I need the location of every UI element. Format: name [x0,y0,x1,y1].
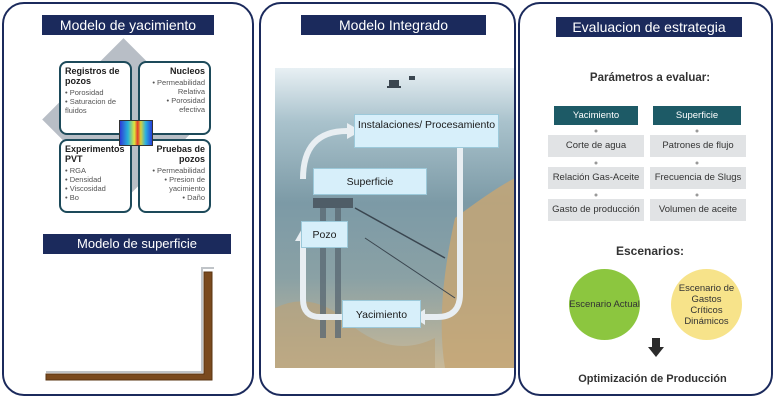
reservoir-heatmap-image [119,120,153,146]
reservoir-model-panel: Modelo de yacimiento Registros de pozos … [2,2,254,396]
card-title: Experimentos PVT [65,144,125,164]
card-item: Permeabilidad Relativa [144,78,205,96]
col-header-superficie: Superficie [653,106,741,125]
strategy-title: Evaluacion de estrategia [556,17,742,37]
card-title: Pruebas de pozos [156,144,205,164]
card-item: Saturacion de fluidos [65,97,126,115]
reservoir-model-title: Modelo de yacimiento [42,15,214,35]
integrated-model-title: Modelo Integrado [301,15,486,35]
card-item: RGA [65,166,126,175]
scenario-dynamic-label: Escenario de Gastos Críticos Dinámicos [678,282,735,327]
param-relacion-gas-aceite: Relación Gas-Aceite [548,167,644,189]
box-superficie: Superficie [313,168,427,195]
box-instalaciones: Instalaciones/ Procesamiento [354,114,499,148]
scenarios-title: Escenarios: [615,244,685,258]
parameters-title: Parámetros a evaluar: [589,72,711,84]
card-registros: Registros de pozos Porosidad Saturacion … [59,61,132,135]
strategy-evaluation-panel: Evaluacion de estrategia Parámetros a ev… [518,2,773,396]
card-item: Daño [144,193,205,202]
integrated-model-panel: Modelo Integrado Instalaciones/ Procesam… [259,2,516,396]
production-optimization-label: Optimización de Producción [578,373,727,385]
param-gasto-produccion: Gasto de producción [548,199,644,221]
param-patrones-flujo: Patrones de flujo [650,135,746,157]
col-header-yacimiento: Yacimiento [554,106,638,125]
connector-dots [594,129,699,197]
card-item: Densidad [65,175,126,184]
param-frecuencia-slugs: Frecuencia de Slugs [650,167,746,189]
scenario-dynamic-circle: Escenario de Gastos Críticos Dinámicos [671,269,742,340]
card-title: Nucleos [169,66,205,76]
param-corte-agua: Corte de agua [548,135,644,157]
surface-model-title: Modelo de superficie [43,234,231,254]
box-yacimiento: Yacimiento [342,300,421,328]
card-nucleos: Nucleos Permeabilidad Relativa Porosidad… [138,61,211,135]
scenario-current-circle: Escenario Actual [569,269,640,340]
card-pruebas-pozos: Pruebas de pozos Permeabilidad Presion d… [138,139,211,213]
card-item: Viscosidad [65,184,126,193]
down-arrow-icon [648,338,664,357]
box-pozo: Pozo [301,221,348,248]
scenario-current-label: Escenario Actual [569,299,640,310]
card-item: Porosidad [65,88,126,97]
card-item: Porosidad efectiva [144,96,205,114]
card-title: Registros de pozos [65,66,120,86]
pipeline-profile-graphic [45,267,214,381]
card-item: Presion de yacimiento [144,175,205,193]
param-volumen-aceite: Volumen de aceite [650,199,746,221]
card-item: Permeabilidad [144,166,205,175]
card-item: Bo [65,193,126,202]
card-experimentos-pvt: Experimentos PVT RGA Densidad Viscosidad… [59,139,132,213]
